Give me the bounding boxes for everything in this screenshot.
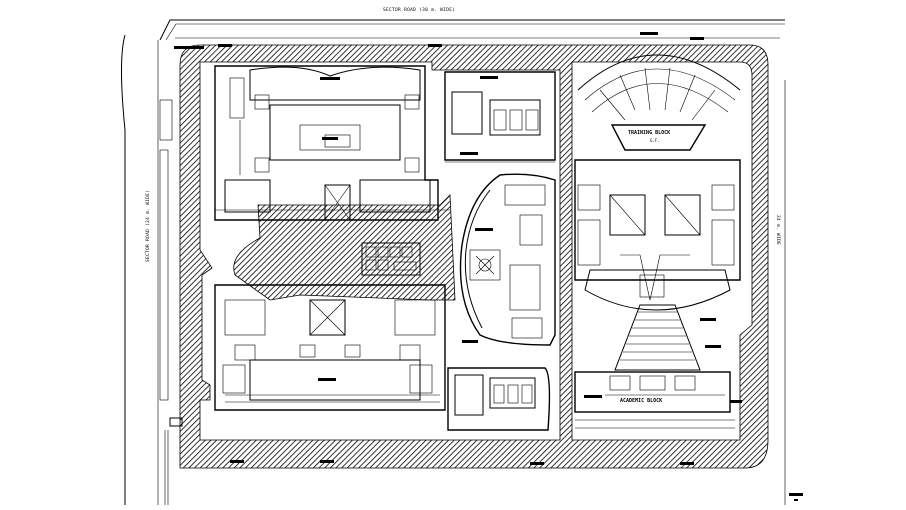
central-plaza [233,194,456,301]
central-curved-block [459,173,556,346]
entry-gates [159,32,658,427]
upper-left-building [214,65,450,221]
room-labels [218,37,742,465]
central-seating [361,242,421,276]
academic-block [574,371,735,429]
site-boundary [121,19,786,505]
right-road-label: 24 m. WIDE [775,215,781,245]
academic-block-title: ACADEMIC BLOCK [620,398,662,404]
upper-middle-block [444,71,556,163]
left-road-label: SECTOR ROAD (24 m. WIDE) [145,190,151,262]
hatched-driveway [179,44,769,469]
top-road-label: SECTOR ROAD (30 m. WIDE) [383,7,455,13]
lower-middle-block [447,367,551,431]
training-block-title: TRAINING BLOCK [628,130,670,136]
training-block-subtitle: G.F. [650,138,660,143]
north-marker [789,493,803,501]
lower-left-building [214,284,446,411]
training-block [574,54,741,371]
